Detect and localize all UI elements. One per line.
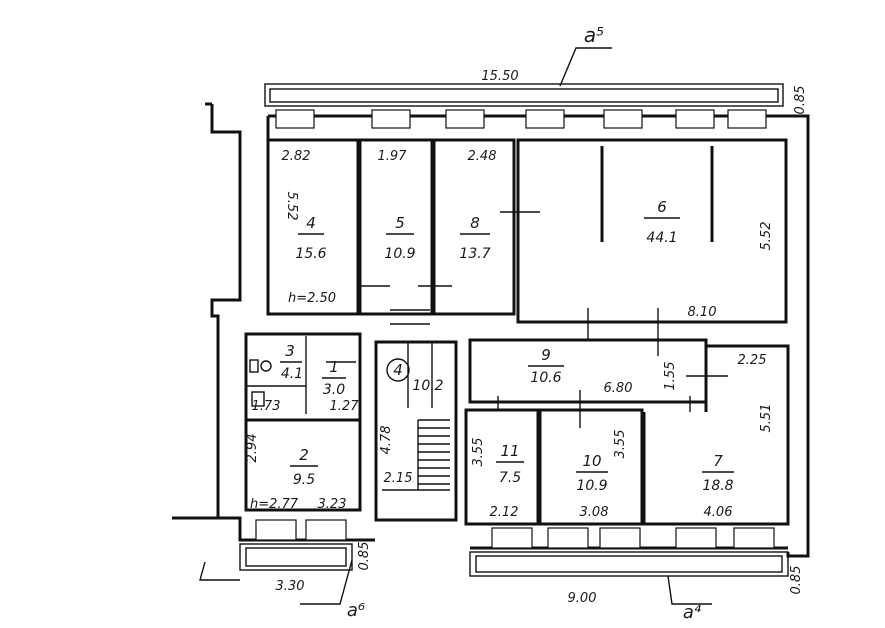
dim-r8-width: 2.48	[468, 149, 497, 164]
dim-r10-length: 3.55	[613, 430, 628, 459]
svg-text:9: 9	[541, 346, 551, 364]
dim-balcony-right-width: 9.00	[568, 591, 597, 606]
svg-text:4: 4	[393, 361, 403, 379]
dim-r3-width: 1.73	[252, 399, 281, 414]
svg-text:8: 8	[470, 214, 480, 232]
svg-text:10: 10	[582, 452, 601, 470]
top-windows	[275, 109, 767, 129]
svg-text:9.5: 9.5	[293, 472, 315, 488]
dim-balcony-right-depth: 0.85	[789, 566, 804, 595]
dim-balcony-depth-top: 0.85	[793, 86, 808, 115]
dim-balcony-left-width: 3.30	[276, 579, 305, 594]
dimension-labels: 15.50 0.85 2.82 1.97 2.48 5.52 5.52 h=2.…	[245, 69, 808, 606]
svg-text:1: 1	[329, 358, 339, 376]
dim-stair-length: 4.78	[379, 426, 394, 455]
room-label: 3 4.1	[280, 342, 303, 382]
balconies-bottom	[199, 543, 789, 581]
svg-text:2: 2	[299, 446, 309, 464]
svg-text:6: 6	[657, 198, 667, 216]
dim-r7-width: 2.25	[738, 353, 767, 368]
svg-text:7: 7	[713, 452, 723, 470]
svg-text:18.8: 18.8	[702, 478, 733, 494]
svg-text:4.1: 4.1	[281, 366, 303, 382]
room-label: 11 7.5	[496, 442, 524, 486]
svg-text:3.0: 3.0	[323, 382, 345, 398]
svg-text:10.9: 10.9	[576, 478, 607, 494]
room-label: 7 18.8	[702, 452, 734, 494]
dim-r5-width: 1.97	[378, 149, 408, 164]
svg-text:4: 4	[306, 214, 316, 232]
room-label: 10 10.9	[576, 452, 608, 494]
upper-rooms	[266, 138, 788, 324]
svg-text:10.9: 10.9	[384, 246, 415, 262]
balcony-top	[264, 83, 784, 107]
room-label: 4 15.6	[295, 214, 326, 262]
svg-text:13.7: 13.7	[459, 246, 490, 262]
lower-right-rooms	[464, 344, 790, 526]
dim-r9-length: 6.80	[604, 381, 633, 396]
room-label: 6 44.1	[644, 198, 680, 246]
svg-text:44.1: 44.1	[646, 230, 677, 246]
svg-text:15.6: 15.6	[295, 246, 326, 262]
dim-stair-width: 2.15	[384, 471, 413, 486]
room-label: 9 10.6	[528, 346, 564, 386]
svg-text:5: 5	[395, 214, 405, 232]
stairwell	[374, 309, 458, 522]
svg-text:11: 11	[500, 442, 519, 460]
room-label: 1 3.0	[322, 358, 346, 398]
callout-labels: a⁵ a⁶ a⁴	[347, 23, 702, 623]
room-label: 8 13.7	[459, 214, 490, 262]
callout-top: a⁵	[584, 23, 604, 47]
dim-top-overall: 15.50	[481, 69, 518, 84]
dim-r4-length: 5.52	[284, 192, 299, 221]
dim-r9-width: 1.55	[663, 362, 678, 391]
dim-balcony-left-depth: 0.85	[357, 542, 372, 571]
room-label: 5 10.9	[384, 214, 415, 262]
dim-r11-width: 2.12	[490, 505, 519, 520]
room-label: 4 10.2	[386, 358, 444, 394]
callout-leaders	[300, 47, 712, 605]
bottom-windows	[255, 519, 775, 549]
svg-text:3: 3	[285, 342, 295, 360]
dim-r6-length: 5.52	[759, 222, 774, 251]
callout-bottom-right: a⁴	[683, 602, 702, 623]
dim-r7-length: 5.51	[759, 404, 774, 433]
dim-r7-bottom-width: 4.06	[704, 505, 733, 520]
room-label: 2 9.5	[290, 446, 318, 488]
dim-r10-width: 3.08	[580, 505, 609, 520]
dim-r6-width: 8.10	[688, 305, 717, 320]
callout-bottom-left: a⁶	[347, 600, 365, 621]
dim-r4-width: 2.82	[282, 149, 311, 164]
dim-ceiling-lower: h=2.77	[250, 497, 299, 512]
dim-r2-length: 2.94	[245, 434, 260, 463]
svg-text:10.6: 10.6	[530, 370, 561, 386]
dim-ceiling-upper: h=2.50	[288, 291, 336, 306]
dim-r1-width: 1.27	[330, 399, 360, 414]
dim-r11-length: 3.55	[471, 438, 486, 467]
left-lower-rooms	[244, 332, 362, 512]
dim-r2-width: 3.23	[318, 497, 347, 512]
svg-text:7.5: 7.5	[499, 470, 521, 486]
svg-text:10.2: 10.2	[412, 378, 443, 394]
